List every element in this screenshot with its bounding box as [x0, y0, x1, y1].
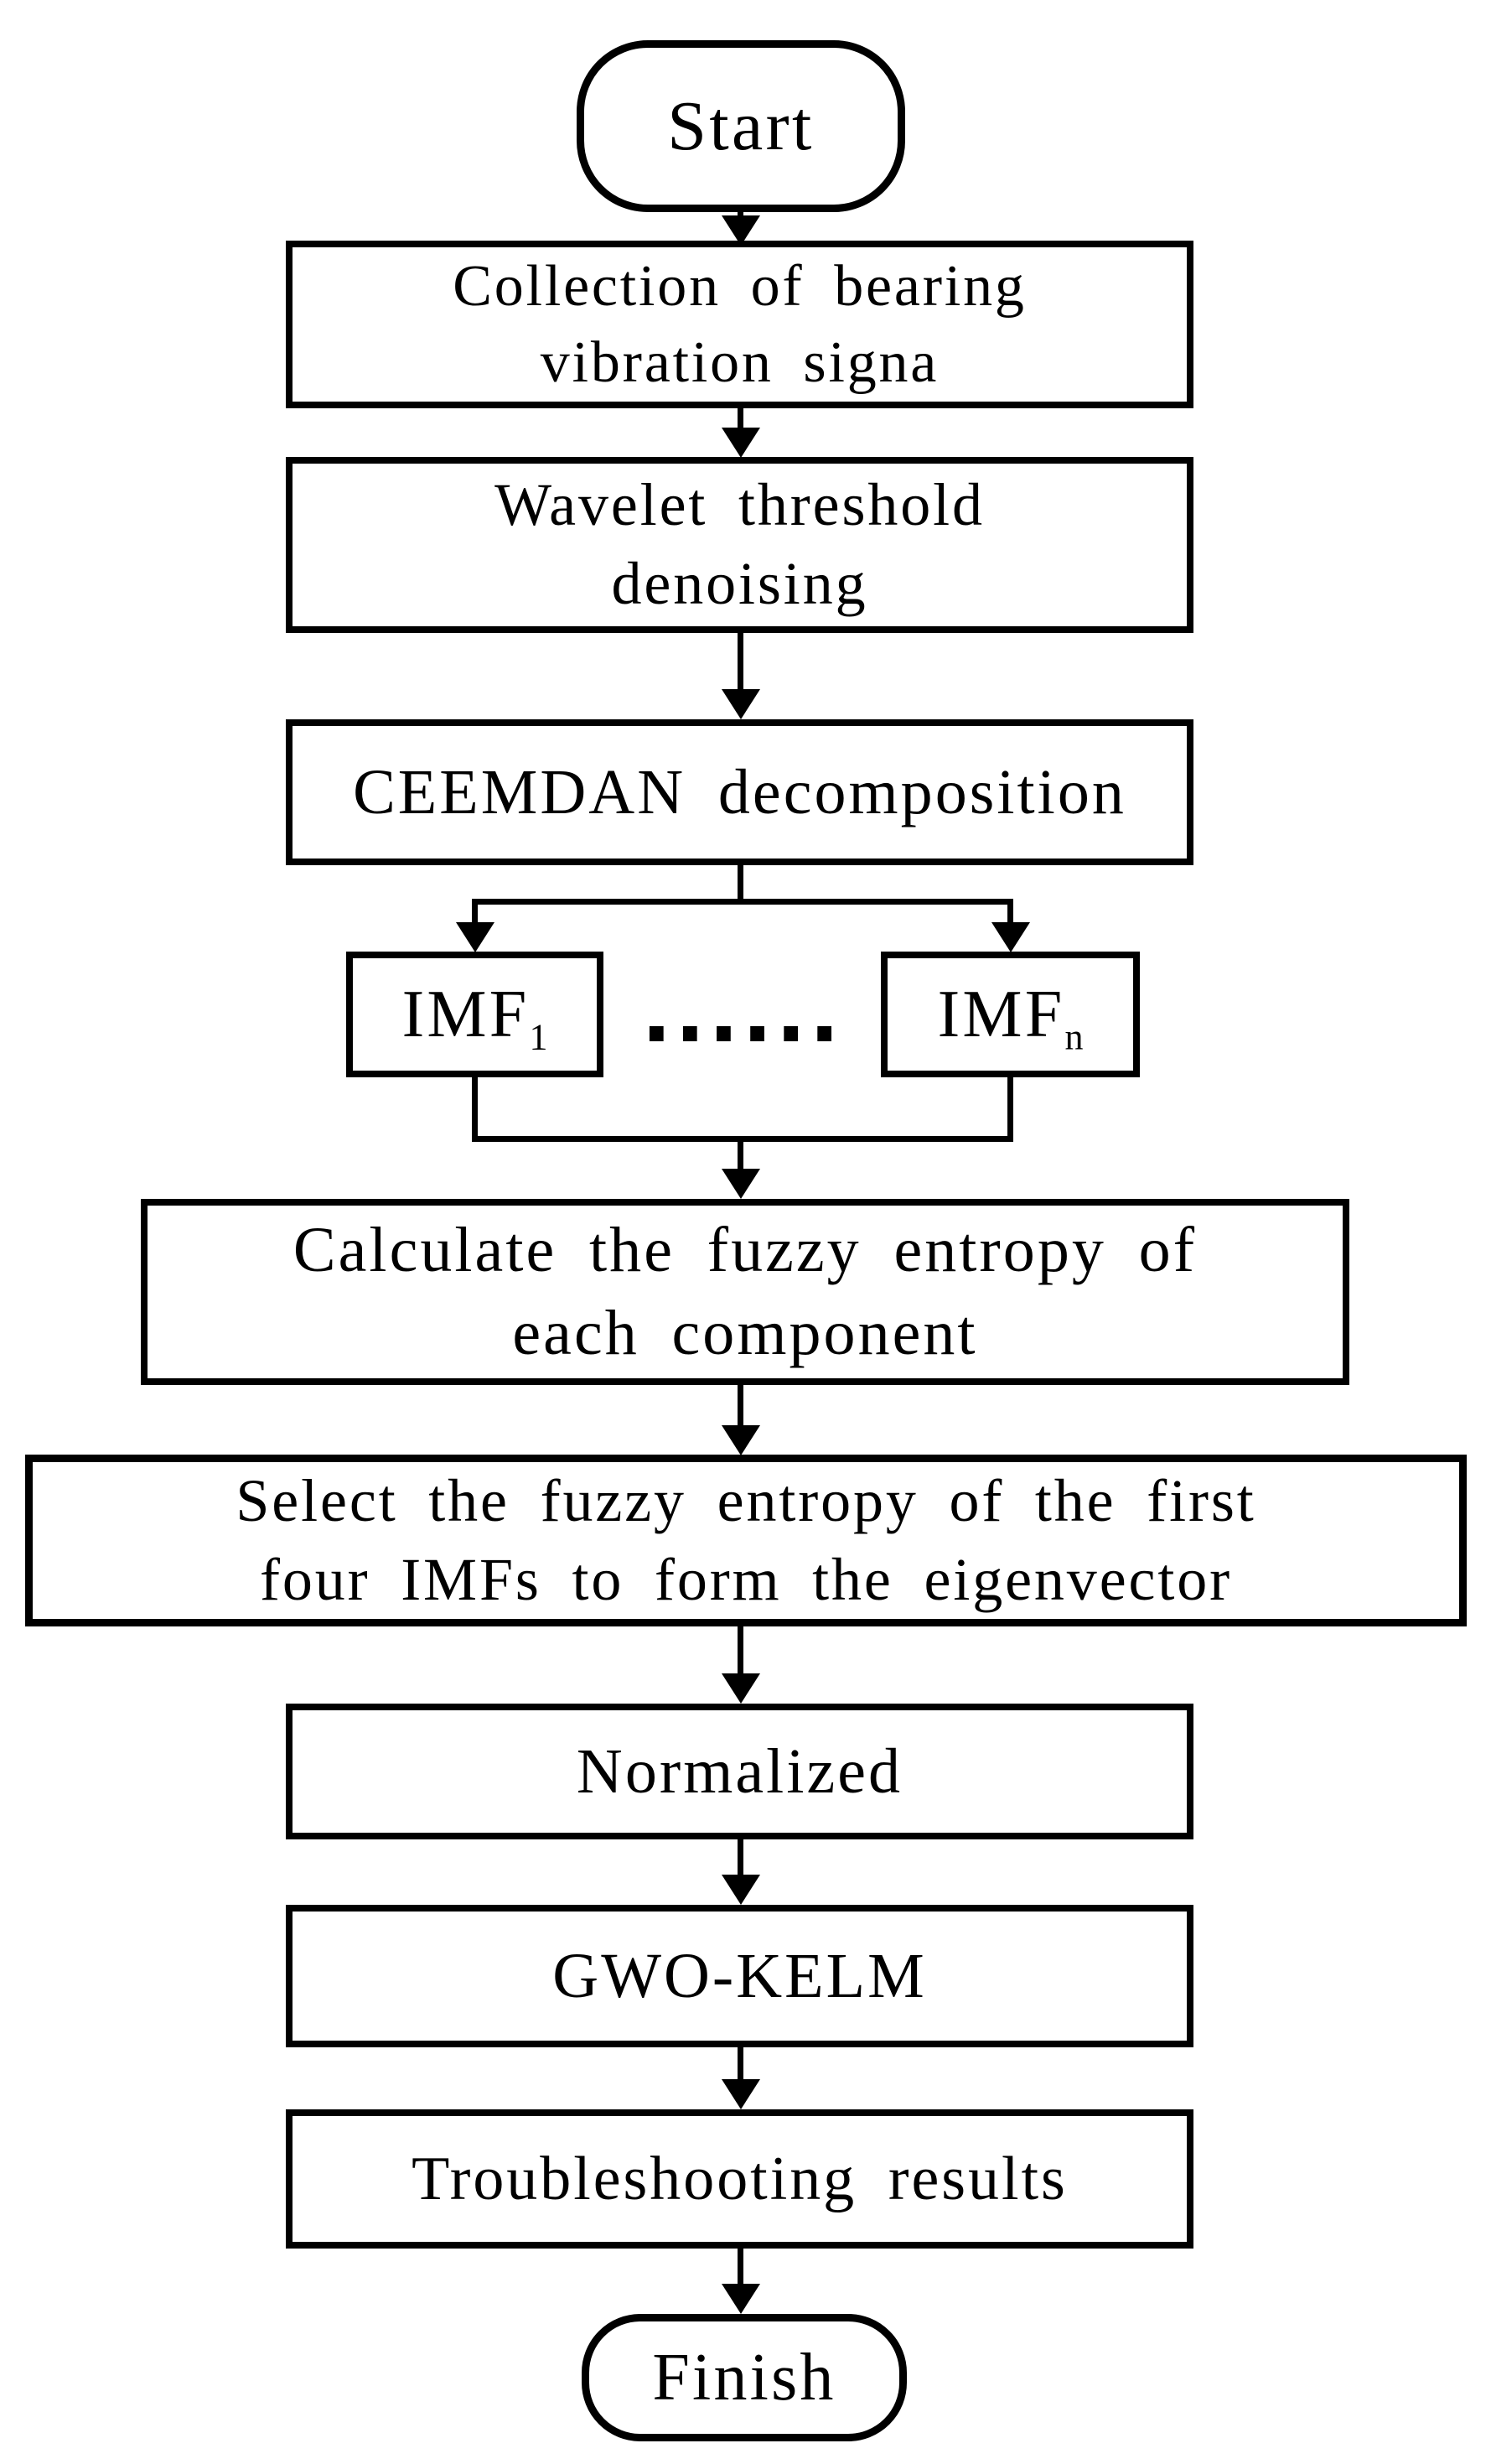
connector-line [738, 1839, 743, 1877]
arrowhead-down-icon [456, 922, 494, 952]
process-collection: Collection of bearing vibration signa [286, 241, 1193, 408]
arrowhead-down-icon [991, 922, 1030, 952]
start-label: Start [667, 86, 815, 165]
branch-horizontal-line [472, 899, 1013, 905]
process-fuzzy-entropy: Calculate the fuzzy entropy of each comp… [141, 1199, 1349, 1385]
connector-line [738, 1626, 743, 1675]
branch-left-line [472, 899, 478, 924]
fuzzy-label-line1: Calculate the fuzzy entropy of [293, 1215, 1198, 1286]
finish-label: Finish [652, 2341, 836, 2415]
process-select-eigenvector: Select the fuzzy entropy of the first fo… [25, 1455, 1467, 1626]
collection-label-line2: vibration signa [540, 330, 940, 395]
normalized-label: Normalized [576, 1735, 903, 1807]
wavelet-label-line1: Wavelet threshold [494, 471, 985, 539]
imf1-label: IMF1 [401, 978, 548, 1058]
gwo-kelm-label: GWO-KELM [552, 1940, 927, 2011]
process-wavelet-denoising: Wavelet threshold denoising [286, 457, 1193, 633]
select-label-line2: four IMFs to form the eigenvector [260, 1545, 1232, 1613]
arrowhead-down-icon [722, 428, 760, 458]
process-normalized: Normalized [286, 1704, 1193, 1839]
merge-horizontal-line [472, 1136, 1013, 1142]
troubleshooting-label: Troubleshooting results [412, 2144, 1068, 2213]
merge-right-line [1007, 1077, 1013, 1142]
arrowhead-down-icon [722, 689, 760, 719]
branch-right-line [1007, 899, 1013, 924]
arrowhead-down-icon [722, 2079, 760, 2109]
process-troubleshooting-results: Troubleshooting results [286, 2109, 1193, 2249]
process-imf1: IMF1 [346, 952, 603, 1077]
arrowhead-down-icon [722, 1673, 760, 1704]
arrowhead-down-icon [722, 1425, 760, 1455]
process-ceemdan-decomposition: CEEMDAN decomposition [286, 719, 1193, 865]
imfn-subscript: n [1064, 1016, 1084, 1058]
finish-terminator: Finish [582, 2314, 907, 2441]
ellipsis-dots: ...... [603, 952, 881, 1077]
arrowhead-down-icon [722, 1169, 760, 1199]
collection-label-line1: Collection of bearing [453, 254, 1027, 319]
merge-left-line [472, 1077, 478, 1142]
wavelet-label-line2: denoising [611, 550, 868, 617]
branch-stem-line [738, 865, 743, 905]
arrowhead-down-icon [722, 1875, 760, 1905]
connector-line [738, 2249, 743, 2286]
imfn-label: IMFn [937, 978, 1084, 1058]
ellipsis-label: ...... [641, 967, 843, 1061]
merge-stem-line [738, 1142, 743, 1170]
imf1-subscript: 1 [529, 1016, 548, 1058]
arrowhead-down-icon [722, 215, 760, 246]
process-gwo-kelm: GWO-KELM [286, 1905, 1193, 2047]
start-terminator: Start [577, 40, 905, 212]
ceemdan-label: CEEMDAN decomposition [353, 756, 1126, 827]
process-imfn: IMFn [881, 952, 1140, 1077]
fuzzy-label-line2: each component [512, 1298, 978, 1368]
connector-line [738, 633, 743, 692]
connector-line [738, 408, 743, 432]
connector-line [738, 2047, 743, 2082]
select-label-line1: Select the fuzzy entropy of the first [236, 1466, 1256, 1534]
connector-line [738, 1385, 743, 1427]
arrowhead-down-icon [722, 2284, 760, 2314]
